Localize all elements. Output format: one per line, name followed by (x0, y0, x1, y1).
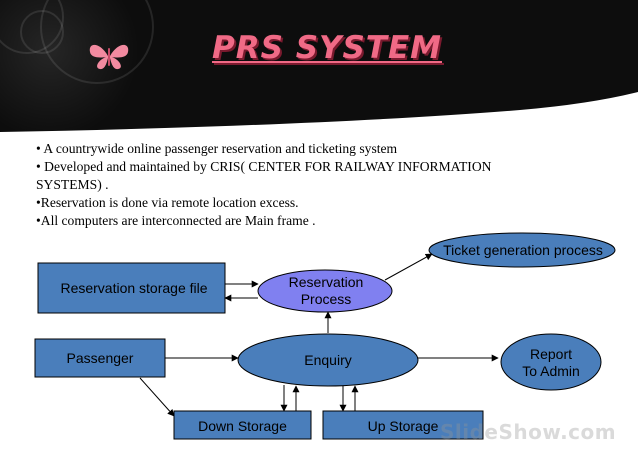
bullet-item: •All computers are interconnected are Ma… (36, 213, 316, 228)
reservation-storage-file-box (37, 262, 226, 314)
passenger-box (34, 338, 166, 378)
ticket-generation-node (428, 232, 616, 268)
header-curve (0, 92, 638, 132)
bullet-item: • Developed and maintained by CRIS( CENT… (36, 159, 492, 192)
enquiry-node (237, 333, 419, 387)
slide-title: PRS SYSTEM (212, 30, 442, 66)
report-to-admin-node (500, 333, 602, 391)
arrow-process-to-ticket (384, 253, 433, 281)
reservation-storage-file-label: Reservation storage file (60, 279, 208, 296)
reservation-process-node (257, 269, 393, 313)
bullet-item: •Reservation is done via remote location… (36, 195, 299, 210)
down-storage-box (173, 410, 312, 440)
enquiry-label: Enquiry (304, 351, 352, 368)
down-storage-label: Down Storage (198, 417, 287, 434)
reservation-process-label: Reservation Process (288, 274, 364, 307)
butterfly-icon (89, 44, 129, 70)
bullet-item: • A countrywide online passenger reserva… (36, 141, 398, 156)
watermark: SlideShow.com (440, 420, 617, 444)
arrow-passenger-to-down-storage (139, 377, 175, 417)
ticket-generation-label: Ticket generation process (443, 241, 603, 258)
up-storage-label: Up Storage (367, 417, 439, 434)
bullet-list: • A countrywide online passenger reserva… (36, 140, 556, 230)
report-to-admin-label: Report To Admin (522, 346, 580, 379)
passenger-label: Passenger (66, 349, 134, 366)
up-storage-box (322, 410, 484, 440)
